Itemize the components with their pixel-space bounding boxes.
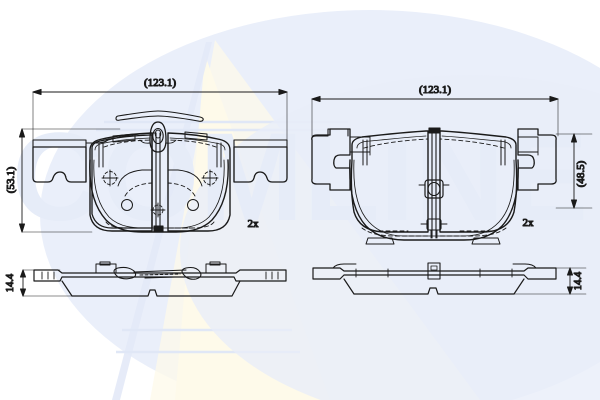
side-left-clip-b	[205, 263, 227, 274]
left-spine-foot	[153, 225, 164, 233]
left-wing-top	[32, 139, 87, 148]
right-view-center-boss	[418, 179, 450, 199]
pad-outer-sweep-inner	[93, 159, 225, 229]
left-padr-inner	[169, 137, 226, 151]
rivet-cross-marks	[101, 169, 219, 218]
side-left-clip-a	[95, 263, 117, 274]
left-tab-bar	[98, 142, 104, 168]
dim-width-right-label: (123.1)	[419, 84, 451, 96]
qty-label-left: 2x	[248, 218, 260, 230]
side-right-center-boss-inner	[430, 265, 438, 271]
dim-height-right	[555, 133, 593, 209]
right-view-outer-sweep	[349, 159, 519, 241]
right-view-bottom-clip-left	[365, 237, 395, 245]
right-view-body-left-inner	[356, 135, 427, 149]
right-view-right-ear	[517, 128, 557, 191]
dim-height-left-label: (53.1)	[5, 166, 17, 193]
left-center-boss	[139, 121, 177, 153]
dim-height-left	[18, 128, 121, 233]
right-view-body-right-inner	[441, 135, 512, 149]
pad-front-view-left	[32, 110, 288, 233]
dim-thickness-left-label: 14.4	[5, 273, 16, 292]
side-left-plate	[33, 269, 287, 282]
pad-front-view-right	[311, 127, 557, 245]
right-wing-top-left-view	[233, 139, 288, 148]
side-left-sensor-wire	[113, 266, 202, 280]
side-right-lip-left	[332, 263, 357, 269]
dim-thickness-right-label: 14.4	[573, 271, 584, 290]
right-view-spine-cap	[428, 127, 441, 134]
side-right-lip-right	[512, 263, 537, 269]
dim-width-left-label: (123.1)	[144, 77, 176, 89]
solid-holes	[121, 199, 199, 211]
right-view-left-tab	[362, 139, 368, 166]
side-left-clip-a-top	[99, 261, 111, 266]
left-skirt-curve	[117, 169, 153, 187]
left-outer-ear-left	[32, 146, 87, 183]
right-clip-block	[184, 131, 208, 141]
left-pad-body-outline	[91, 134, 153, 229]
right-view-outer-sweep-inner	[353, 159, 515, 237]
pad-side-view-left	[33, 261, 287, 297]
dim-height-right-label: (48.5)	[575, 160, 587, 187]
qty-label-right: 2x	[523, 217, 535, 229]
right-view-spine	[431, 130, 437, 239]
right-view-bottom-clip-right	[471, 237, 501, 245]
side-left-end-ticks	[41, 271, 279, 280]
side-left-friction-block	[61, 280, 241, 297]
side-right-friction-block	[343, 278, 525, 295]
stripe-1	[112, 42, 212, 400]
right-view-lower-boss	[420, 218, 448, 239]
dim-width-right	[311, 95, 559, 137]
right-skirt-curve	[167, 169, 203, 187]
right-view-friction-dashed	[361, 138, 507, 237]
left-wear-sensor-arm	[115, 110, 204, 122]
side-left-clip-b-top	[209, 261, 221, 266]
side-right-plate	[312, 267, 557, 280]
right-view-right-wing	[517, 136, 539, 156]
pad-outer-sweep	[89, 159, 229, 233]
dim-width-left	[32, 88, 288, 141]
dim-thickness-left	[19, 269, 73, 297]
side-right-notches	[355, 268, 513, 278]
pad-side-view-right	[312, 262, 557, 295]
left-center-spine	[155, 132, 161, 229]
right-view-right-tab	[500, 139, 506, 166]
left-clip-block	[112, 133, 136, 143]
dim-thickness-right	[513, 267, 587, 295]
right-outer-ear-left-view	[233, 146, 288, 183]
side-right-center-boss	[427, 262, 441, 280]
right-view-left-ear	[311, 128, 351, 191]
right-tab-bar	[216, 142, 222, 168]
